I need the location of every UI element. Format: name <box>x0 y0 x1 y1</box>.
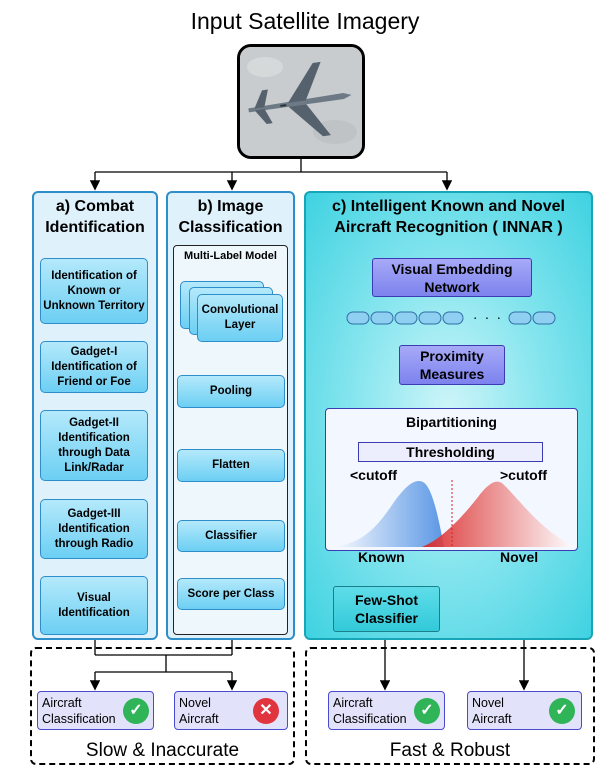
few-shot-classifier: Few-Shot Classifier <box>333 586 440 632</box>
output-label: Aircraft Classification <box>42 696 116 726</box>
left-output-aircraft-classification: Aircraft Classification ✓ <box>37 691 154 730</box>
thresholding-box: Thresholding <box>358 442 543 462</box>
proximity-measures: Proximity Measures <box>399 345 505 385</box>
layer-flatten: Flatten <box>177 449 285 482</box>
step-territory: Identification of Known or Unknown Terri… <box>40 258 148 324</box>
step-visual: Visual Identification <box>40 576 148 635</box>
known-distribution <box>330 480 444 547</box>
right-caption: Fast & Robust <box>389 740 511 761</box>
model-label: Multi-Label Model <box>184 250 277 262</box>
check-icon: ✓ <box>549 698 575 724</box>
layer-score-per-class: Score per Class <box>177 578 285 610</box>
novel-label: Novel <box>500 549 539 565</box>
cross-icon: ✕ <box>253 698 279 724</box>
right-output-region <box>305 647 595 765</box>
check-icon: ✓ <box>123 698 149 724</box>
panel-c-title: c) Intelligent Known and Novel Aircraft … <box>332 198 565 236</box>
output-label: Novel Aircraft <box>472 696 512 726</box>
step-gadget-3: Gadget-III Identification through Radio <box>40 499 148 559</box>
check-icon: ✓ <box>414 698 440 724</box>
step-gadget-2: Gadget-II Identification through Data Li… <box>40 410 148 481</box>
right-output-aircraft-classification: Aircraft Classification ✓ <box>328 691 445 730</box>
satellite-image <box>237 44 365 159</box>
left-caption: Slow & Inaccurate <box>85 740 240 761</box>
layer-convolutional: Convolutional Layer <box>197 294 283 342</box>
output-label: Aircraft Classification <box>333 696 407 726</box>
right-output-novel-aircraft: Novel Aircraft ✓ <box>467 691 582 730</box>
layer-classifier: Classifier <box>177 520 285 552</box>
ellipsis: . . . <box>473 306 503 322</box>
known-label: Known <box>358 549 405 565</box>
output-label: Novel Aircraft <box>179 696 219 726</box>
aircraft-image-icon <box>240 47 362 156</box>
left-output-novel-aircraft: Novel Aircraft ✕ <box>174 691 288 730</box>
step-gadget-1: Gadget-I Identification of Friend or Foe <box>40 341 148 393</box>
left-output-region <box>30 647 295 765</box>
above-cutoff-label: >cutoff <box>500 467 548 483</box>
visual-embedding-network: Visual Embedding Network <box>372 258 532 297</box>
bipartitioning-label: Bipartitioning <box>406 414 497 430</box>
panel-b-title: b) Image Classification <box>178 198 283 236</box>
below-cutoff-label: <cutoff <box>350 467 398 483</box>
diagram-title: Input Satellite Imagery <box>190 8 420 34</box>
embedding-vector: . . . <box>346 306 566 325</box>
layer-pooling: Pooling <box>177 375 285 408</box>
novel-distribution <box>422 481 575 547</box>
panel-a-title: a) Combat Identification <box>45 198 145 236</box>
